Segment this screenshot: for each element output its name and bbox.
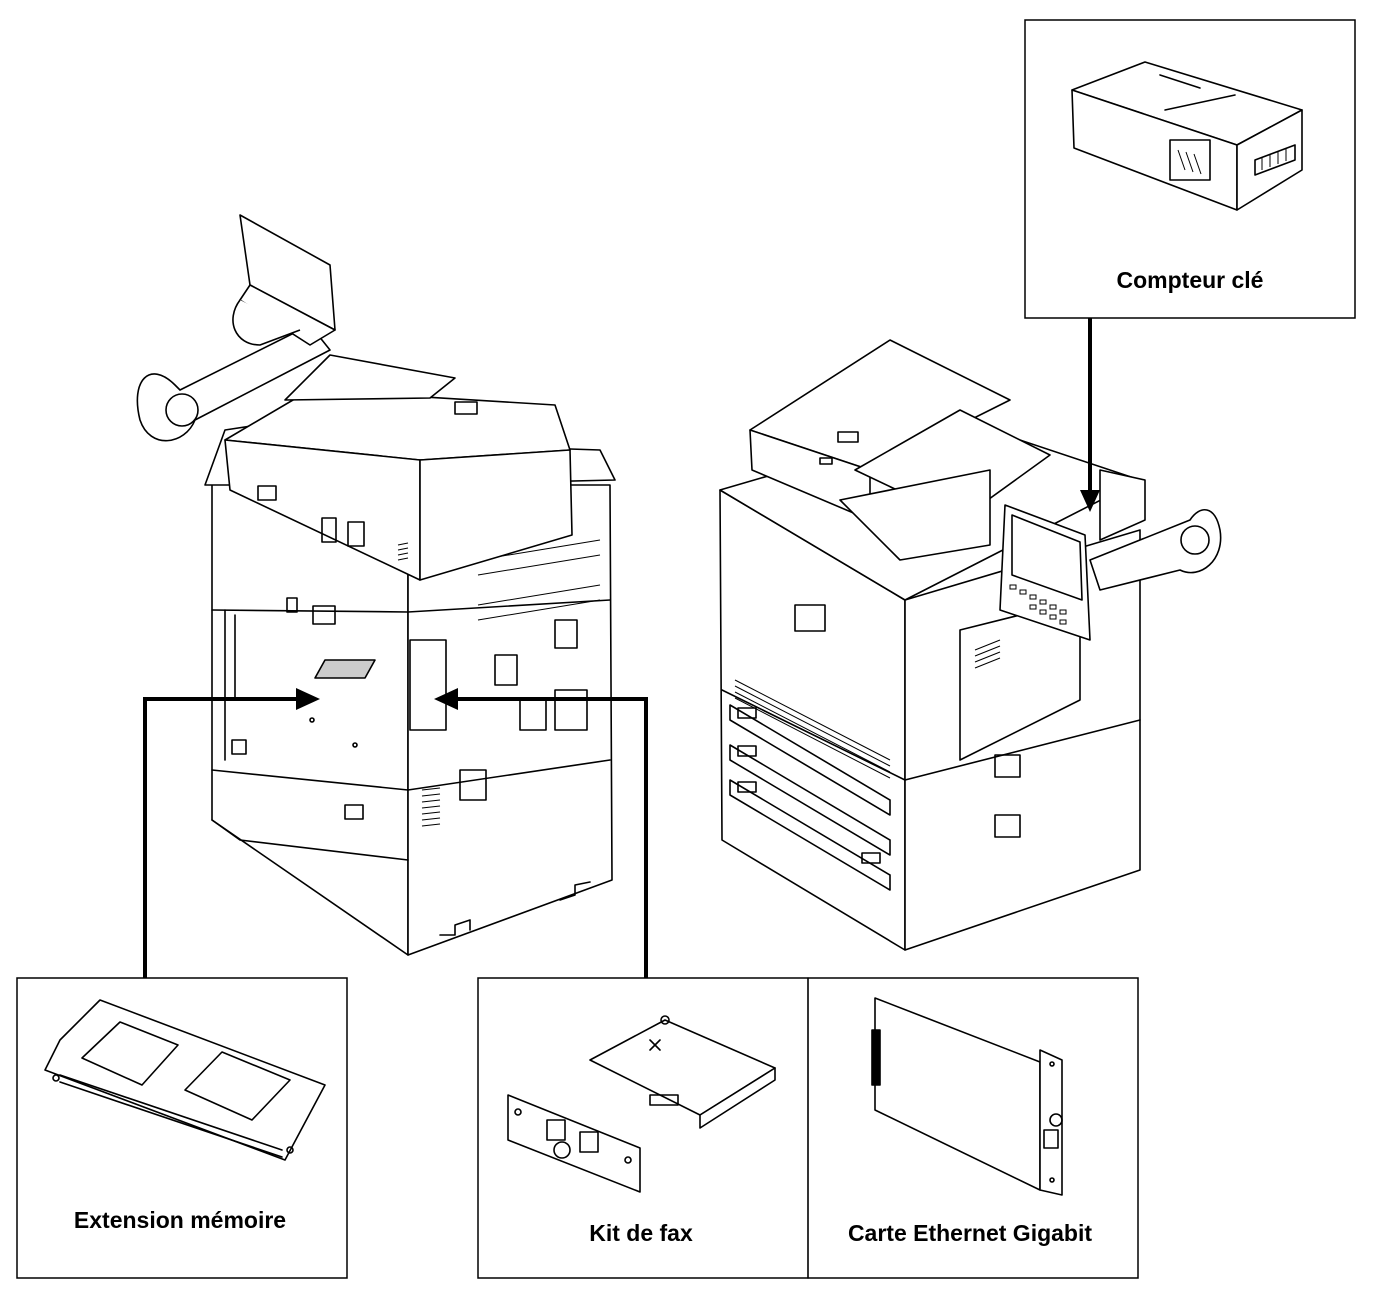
fax-ethernet-callout: Kit de fax Carte Ethernet Gigabit: [477, 977, 1139, 1279]
ethernet-label: Carte Ethernet Gigabit: [848, 1220, 1092, 1246]
arrow-head: [296, 688, 320, 710]
arrow-head: [1080, 490, 1100, 512]
leader-lines: [143, 318, 1100, 978]
arrow-head: [434, 688, 458, 710]
ethernet-card-illustration: [871, 997, 1063, 1196]
key-counter-illustration: [1071, 61, 1303, 211]
printer-rear-view: [136, 214, 616, 956]
memory-label: Extension mémoire: [74, 1207, 286, 1233]
fax-kit-illustration: [507, 1015, 776, 1193]
printer-front-view: [719, 339, 1222, 951]
key-counter-label: Compteur clé: [1117, 267, 1264, 293]
memory-callout: Extension mémoire: [16, 977, 348, 1279]
key-counter-callout: Compteur clé: [1024, 19, 1356, 319]
memory-module-illustration: [44, 999, 326, 1161]
fax-label: Kit de fax: [589, 1220, 693, 1246]
